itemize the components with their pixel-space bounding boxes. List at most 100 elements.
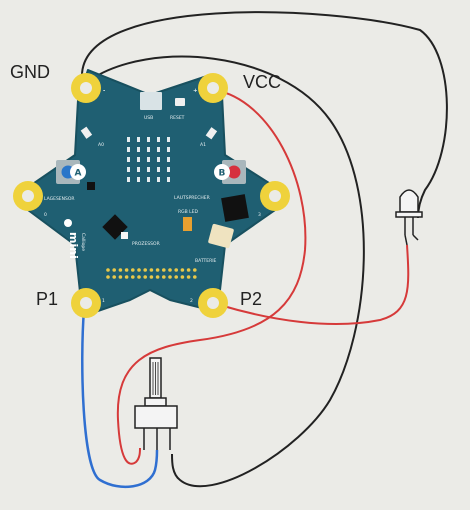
led-matrix	[127, 137, 170, 182]
pad-gnd	[71, 73, 101, 103]
header-pin	[124, 268, 129, 272]
header-pin	[143, 275, 147, 279]
small-led	[121, 232, 128, 239]
pad-0-label: 0	[44, 212, 47, 218]
logo-text: mini	[67, 232, 80, 259]
matrix-led	[137, 137, 140, 142]
matrix-led	[157, 147, 160, 152]
matrix-led	[127, 167, 130, 172]
calliope-board: - + 0 3 1 2 USB RESET A0 A1 A B	[13, 69, 290, 318]
pad-p2	[198, 288, 228, 318]
matrix-led	[167, 177, 170, 182]
pot-body	[134, 405, 178, 429]
header-pin	[155, 268, 160, 272]
batterie-label: BATTERIE	[195, 258, 217, 264]
header-pin	[174, 268, 178, 272]
matrix-led	[157, 167, 160, 172]
header-pin	[180, 275, 185, 279]
header-pin	[193, 275, 197, 279]
vcc-label: VCC	[243, 72, 281, 92]
header-pin	[143, 268, 147, 272]
pad-p1	[71, 288, 101, 318]
pad-3	[260, 181, 290, 211]
rgb-led	[183, 217, 192, 231]
speaker	[221, 194, 249, 222]
matrix-led	[127, 137, 130, 142]
pad-minus-label: -	[103, 88, 105, 94]
pad-vcc	[198, 73, 228, 103]
header-pin	[149, 275, 154, 279]
gnd-label: GND	[10, 62, 50, 82]
calliope-logo: mini Calliope	[64, 219, 86, 259]
header-pins	[106, 268, 197, 279]
wire-vcc-to-pot	[116, 89, 307, 465]
matrix-led	[137, 157, 140, 162]
button-b[interactable]: B	[214, 160, 246, 184]
matrix-led	[147, 137, 150, 142]
wire-p1-to-pot	[81, 309, 159, 488]
header-pin	[131, 275, 135, 279]
wire-p2-to-led	[219, 244, 410, 325]
header-pin	[186, 275, 191, 279]
potentiometer	[134, 357, 178, 450]
lautsprecher-label: LAUTSPRECHER	[174, 195, 210, 201]
matrix-led	[137, 177, 140, 182]
a1-connector	[205, 127, 218, 140]
reset-button[interactable]	[175, 98, 185, 106]
header-pin	[118, 275, 123, 279]
pad-1-label: 1	[102, 298, 105, 304]
matrix-led	[127, 147, 130, 152]
matrix-led	[137, 147, 140, 152]
header-pin	[168, 268, 172, 272]
p2-label: P2	[240, 289, 262, 309]
header-pin	[118, 268, 123, 272]
pad-0	[13, 181, 43, 211]
matrix-led	[157, 157, 160, 162]
a0-connector	[80, 126, 93, 139]
matrix-led	[137, 167, 140, 172]
p1-label: P1	[36, 289, 58, 309]
header-pin	[180, 268, 185, 272]
a1-label: A1	[200, 142, 206, 148]
matrix-led	[147, 157, 150, 162]
header-pin	[149, 268, 154, 272]
matrix-led	[167, 167, 170, 172]
header-pin	[155, 275, 160, 279]
wire-gnd-to-led	[80, 11, 448, 219]
matrix-led	[127, 157, 130, 162]
header-pin	[124, 275, 129, 279]
header-pin	[137, 275, 141, 279]
header-pin	[112, 268, 116, 272]
lagesensor-label: LAGESENSOR	[44, 196, 75, 202]
matrix-led	[147, 147, 150, 152]
header-pin	[137, 268, 141, 272]
header-pin	[168, 275, 172, 279]
wire-gnd-to-pot	[89, 55, 365, 488]
header-pin	[162, 275, 166, 279]
header-pin	[131, 268, 135, 272]
header-pin	[106, 275, 110, 279]
a0-label: A0	[98, 142, 104, 148]
button-b-label: B	[219, 169, 226, 179]
matrix-led	[167, 147, 170, 152]
matrix-led	[127, 177, 130, 182]
header-pin	[112, 275, 116, 279]
header-pin	[186, 268, 191, 272]
header-pin	[106, 268, 110, 272]
pad-2-label: 2	[190, 298, 193, 304]
button-a-label: A	[75, 169, 82, 179]
header-pin	[162, 268, 166, 272]
matrix-led	[147, 167, 150, 172]
matrix-led	[157, 177, 160, 182]
pad-3-label: 3	[258, 212, 261, 218]
pad-plus-label: +	[193, 88, 198, 94]
led-component	[395, 189, 423, 246]
usb-connector	[140, 92, 162, 110]
button-a[interactable]: A	[56, 160, 86, 184]
matrix-led	[167, 157, 170, 162]
prozessor-label: PROZESSOR	[132, 241, 160, 247]
battery-connector	[208, 223, 234, 249]
rgb-led-label: RGB LED	[178, 209, 198, 215]
header-pin	[193, 268, 197, 272]
